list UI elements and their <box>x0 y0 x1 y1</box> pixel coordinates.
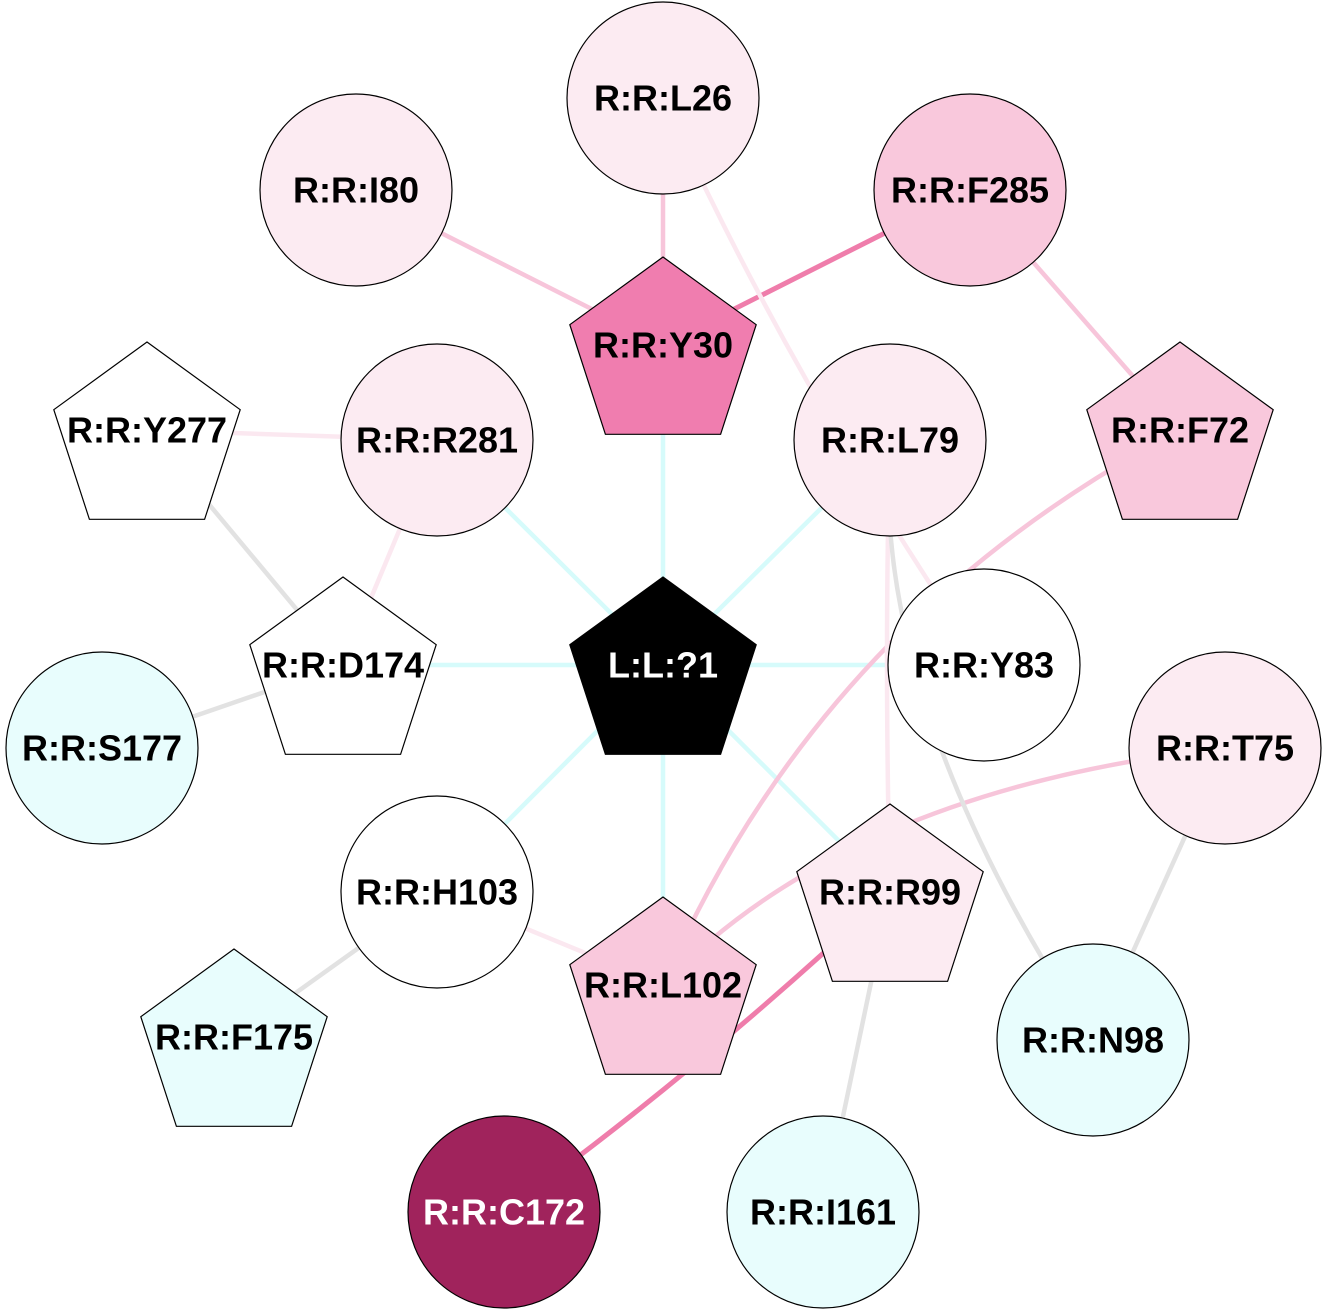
node-label: R:R:I161 <box>750 1192 896 1233</box>
circle-shape <box>407 1115 601 1309</box>
node-r-r-r99[interactable]: R:R:R99 <box>796 803 984 982</box>
node-r-r-y277[interactable]: R:R:Y277 <box>53 341 241 520</box>
circle-shape <box>340 343 534 537</box>
node-label: R:R:L102 <box>584 965 742 1006</box>
node-r-r-s177[interactable]: R:R:S177 <box>5 651 199 845</box>
circle-shape <box>873 93 1067 287</box>
node-r-r-l102[interactable]: R:R:L102 <box>569 896 757 1075</box>
node-label: R:R:S177 <box>22 728 182 769</box>
node-r-r-f175[interactable]: R:R:F175 <box>140 948 328 1127</box>
circle-shape <box>793 343 987 537</box>
node-r-r-t75[interactable]: R:R:T75 <box>1128 651 1322 845</box>
pentagon-shape <box>569 576 757 755</box>
pentagon-shape <box>796 803 984 982</box>
pentagon-shape <box>1086 341 1274 520</box>
node-label: R:R:F175 <box>155 1017 313 1058</box>
node-r-r-h103[interactable]: R:R:H103 <box>340 795 534 989</box>
node-label: R:R:L79 <box>821 420 959 461</box>
pentagon-shape <box>569 896 757 1075</box>
node-label: R:R:D174 <box>262 645 424 686</box>
node-r-r-d174[interactable]: R:R:D174 <box>249 576 437 755</box>
circle-shape <box>726 1115 920 1309</box>
circle-shape <box>5 651 199 845</box>
node-r-r-c172[interactable]: R:R:C172 <box>407 1115 601 1309</box>
node-label: R:R:Y30 <box>593 325 733 366</box>
circle-shape <box>566 1 760 195</box>
node-label: R:R:Y277 <box>67 410 227 451</box>
node-label: R:R:H103 <box>356 872 518 913</box>
node-label: R:R:I80 <box>293 170 419 211</box>
node-label: R:R:T75 <box>1156 728 1294 769</box>
node-label: R:R:L26 <box>594 78 732 119</box>
node-label: R:R:R99 <box>819 872 961 913</box>
node-r-r-f72[interactable]: R:R:F72 <box>1086 341 1274 520</box>
node-label: R:R:F285 <box>891 170 1049 211</box>
node-label: R:R:R281 <box>356 420 518 461</box>
node-r-r-l79[interactable]: R:R:L79 <box>793 343 987 537</box>
node-l-l-1[interactable]: L:L:?1 <box>569 576 757 755</box>
pentagon-shape <box>569 256 757 435</box>
circle-shape <box>887 568 1081 762</box>
node-label: R:R:F72 <box>1111 410 1249 451</box>
circle-shape <box>340 795 534 989</box>
node-label: R:R:C172 <box>423 1192 585 1233</box>
node-label: R:R:N98 <box>1022 1020 1164 1061</box>
node-r-r-y83[interactable]: R:R:Y83 <box>887 568 1081 762</box>
node-r-r-l26[interactable]: R:R:L26 <box>566 1 760 195</box>
node-r-r-i161[interactable]: R:R:I161 <box>726 1115 920 1309</box>
node-r-r-f285[interactable]: R:R:F285 <box>873 93 1067 287</box>
node-r-r-y30[interactable]: R:R:Y30 <box>569 256 757 435</box>
node-r-r-r281[interactable]: R:R:R281 <box>340 343 534 537</box>
circle-shape <box>259 93 453 287</box>
node-label: L:L:?1 <box>608 645 718 686</box>
circle-shape <box>1128 651 1322 845</box>
node-r-r-i80[interactable]: R:R:I80 <box>259 93 453 287</box>
pentagon-shape <box>249 576 437 755</box>
node-label: R:R:Y83 <box>914 645 1054 686</box>
edge-r-r-f72-r-r-l102 <box>660 428 1182 986</box>
pentagon-shape <box>140 948 328 1127</box>
pentagon-shape <box>53 341 241 520</box>
node-r-r-n98[interactable]: R:R:N98 <box>996 943 1190 1137</box>
circle-shape <box>996 943 1190 1137</box>
